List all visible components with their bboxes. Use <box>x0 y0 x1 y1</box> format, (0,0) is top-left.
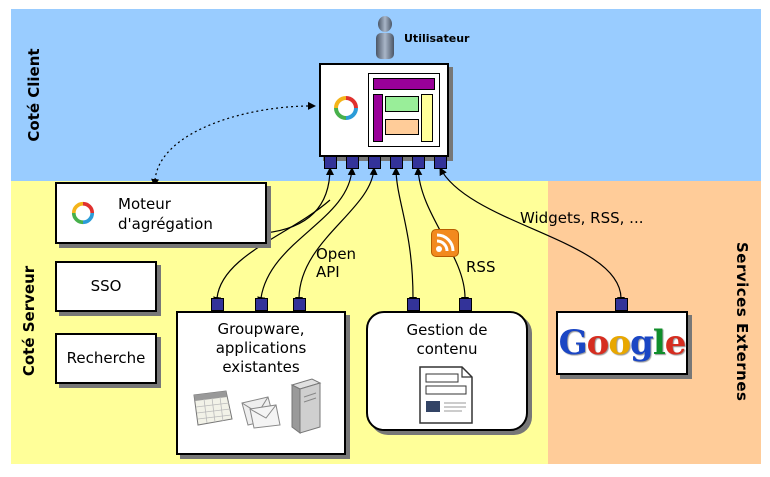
portal-port-1 <box>324 156 337 169</box>
portal-header-block <box>373 78 435 90</box>
cms-port-1 <box>407 298 420 311</box>
google-box: Google <box>556 311 688 375</box>
groupware-line1: Groupware, <box>217 320 305 338</box>
open-api-label-line1: Open <box>316 245 357 263</box>
portal-window <box>319 63 449 157</box>
widgets-wire <box>439 167 625 305</box>
calendar-icon <box>193 390 233 426</box>
portal-right-column <box>421 94 433 142</box>
aggregator-logo-icon <box>71 201 95 225</box>
cms-line1: Gestion de <box>406 321 488 339</box>
groupware-line2: applications <box>215 339 307 357</box>
cms-line2: contenu <box>416 340 478 358</box>
aggregation-engine-box: Moteur d'agrégation <box>55 182 267 244</box>
rss-feed-icon <box>431 229 459 257</box>
portal-port-4 <box>390 156 403 169</box>
groupware-line3: existantes <box>222 358 300 376</box>
cms-port-2 <box>459 298 472 311</box>
mail-icon <box>241 396 281 429</box>
server-icon <box>290 378 322 434</box>
aggregator-portal-dotted-link <box>151 101 316 187</box>
sso-label: SSO <box>90 277 122 295</box>
groupware-port-3 <box>293 298 306 311</box>
user-label: Utilisateur <box>404 32 470 45</box>
open-api-wire <box>295 167 378 305</box>
google-logo: Google <box>558 323 687 363</box>
portal-widget-green <box>385 96 419 112</box>
rss-label: RSS <box>466 258 496 276</box>
document-icon <box>419 366 473 424</box>
portal-port-5 <box>412 156 425 169</box>
search-label: Recherche <box>66 349 146 367</box>
cms-wire-1 <box>392 167 417 305</box>
aggregation-engine-line2: d'agrégation <box>118 215 213 233</box>
groupware-box: Groupware, applications existantes <box>176 311 346 455</box>
search-box: Recherche <box>55 333 157 384</box>
portal-layout-frame <box>368 73 440 147</box>
portal-left-column <box>373 94 383 142</box>
portal-port-6 <box>434 156 447 169</box>
aggregator-logo-icon <box>334 96 358 120</box>
portal-port-3 <box>368 156 381 169</box>
groupware-port-2 <box>255 298 268 311</box>
user-icon <box>374 15 396 61</box>
open-api-label-line2: API <box>316 263 340 281</box>
sso-box: SSO <box>55 261 157 312</box>
portal-port-2 <box>346 156 359 169</box>
google-port <box>615 298 628 311</box>
groupware-port-1 <box>211 298 224 311</box>
aggregation-engine-line1: Moteur <box>118 195 171 213</box>
widgets-rss-label: Widgets, RSS, ... <box>520 209 644 227</box>
portal-widget-orange <box>385 119 419 135</box>
cms-box: Gestion de contenu <box>366 311 528 431</box>
